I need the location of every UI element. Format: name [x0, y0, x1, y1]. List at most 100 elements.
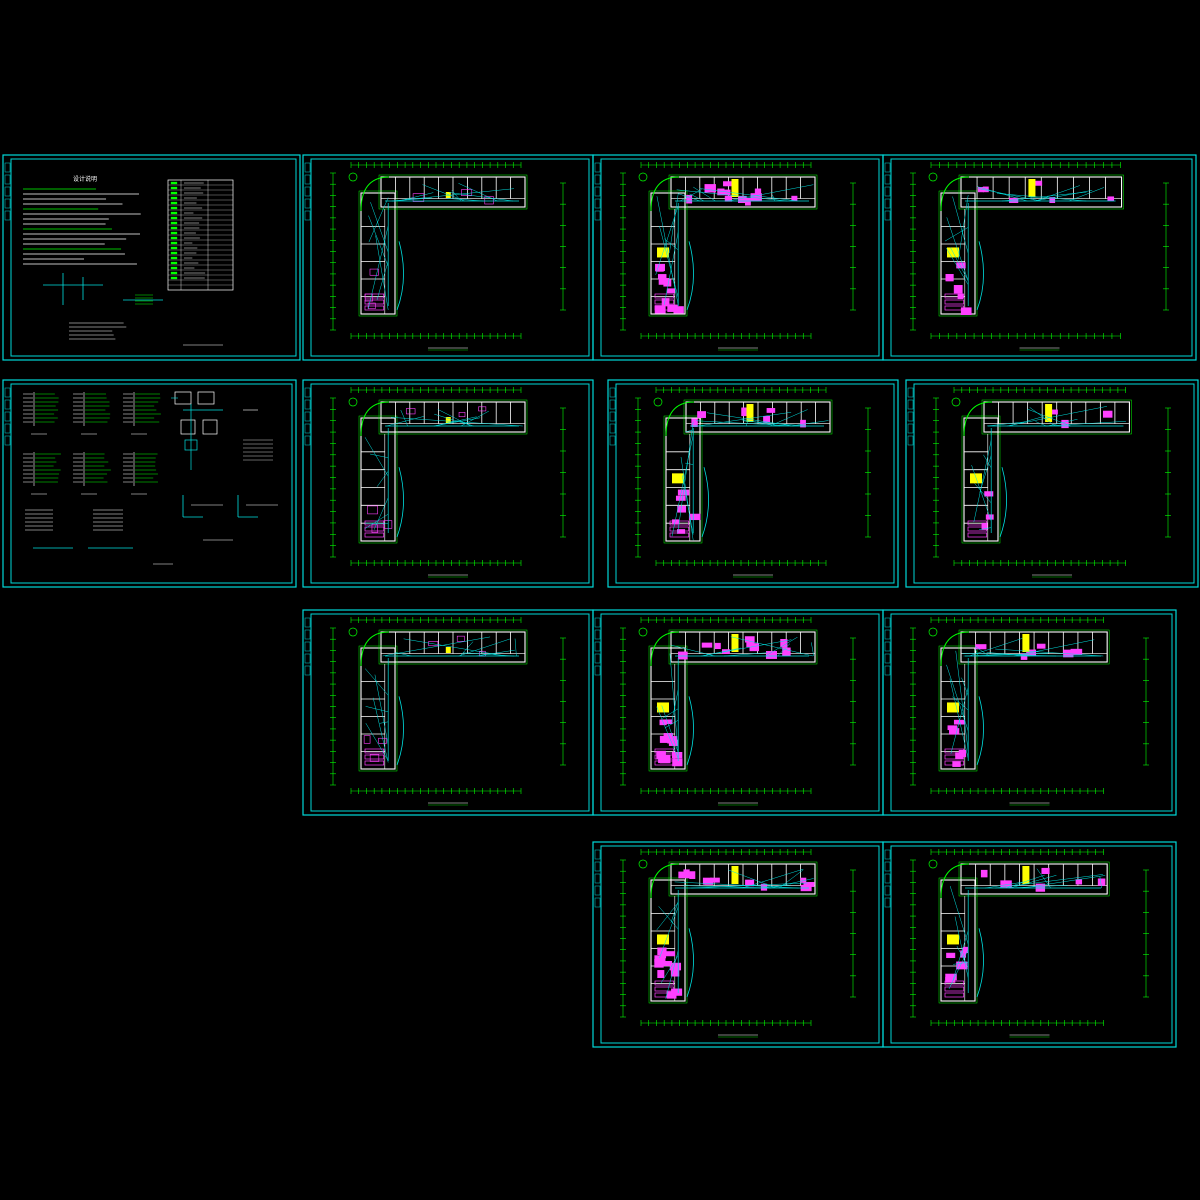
- sheet-title-block: [718, 802, 758, 806]
- dimension-chain-right: [850, 182, 856, 311]
- drawing-sheet-2: [302, 154, 594, 361]
- dimension-chain-top: [640, 617, 812, 623]
- dimension-chain-bottom: [930, 1020, 1104, 1026]
- lighting-fixtures: [944, 180, 1115, 316]
- legend-table: [167, 179, 234, 291]
- dimension-chain-top: [350, 387, 522, 393]
- sheet-title-block: [1019, 347, 1060, 351]
- drawing-sheet-9: [302, 609, 594, 816]
- sheet-title-block: [1009, 802, 1050, 806]
- wiring-runs: [946, 638, 1104, 766]
- panel-schedule: [123, 392, 161, 435]
- panel-schedule: [23, 452, 61, 495]
- dimension-chain-top: [930, 849, 1104, 855]
- drawing-sheet-13: [882, 841, 1177, 1048]
- lighting-fixtures: [363, 635, 486, 766]
- building-outline: [951, 397, 1132, 544]
- dimension-chain-right: [1165, 407, 1171, 538]
- drawing-sheet-7: [607, 379, 899, 588]
- dimension-chain-top: [953, 387, 1126, 393]
- dimension-chain-top: [930, 617, 1104, 623]
- distribution-panel: [445, 417, 451, 423]
- distribution-panel: [657, 866, 739, 945]
- building-outline: [653, 397, 833, 544]
- dimension-chain-bottom: [655, 560, 827, 566]
- room-partitions: [361, 402, 525, 541]
- distribution-panel: [445, 192, 451, 198]
- wiring-runs: [971, 406, 1126, 538]
- room-partitions: [941, 864, 1108, 1001]
- dimension-chain-top: [640, 162, 812, 168]
- distribution-panel: [947, 634, 1030, 713]
- wiring-runs: [656, 868, 814, 999]
- grounding-details: [182, 495, 278, 541]
- lighting-fixtures: [669, 407, 806, 538]
- building-outline: [348, 172, 528, 317]
- panel-schedule: [73, 392, 111, 435]
- sheet-title-block: [428, 802, 468, 806]
- wiring-runs: [364, 636, 519, 766]
- sheet-title-block: [718, 1034, 758, 1038]
- dimension-chain-top: [640, 849, 812, 855]
- drawing-sheet-12: [592, 841, 884, 1048]
- panel-schedule: [123, 452, 158, 495]
- wiring-runs: [364, 409, 523, 538]
- sheet-title-block: [1009, 1034, 1050, 1038]
- dimension-chain-bottom: [930, 788, 1104, 794]
- dimension-chain-left: [910, 627, 916, 786]
- wiring-runs: [368, 183, 519, 311]
- dimension-chain-top: [350, 162, 522, 168]
- system-diagrams: [23, 391, 278, 565]
- dimension-chain-bottom: [640, 788, 812, 794]
- panel-schedule: [73, 452, 111, 495]
- sheet-title-block: [733, 574, 773, 578]
- sheet-title-block: [428, 574, 468, 578]
- building-outline: [348, 627, 528, 772]
- dimension-chain-left: [635, 397, 641, 558]
- dimension-chain-left: [933, 397, 939, 558]
- wiring-runs: [656, 636, 814, 766]
- sheet-title-block: [428, 347, 468, 351]
- dimension-chain-right: [1143, 637, 1149, 766]
- dimension-chain-right: [865, 407, 871, 538]
- lighting-fixtures: [364, 189, 494, 311]
- dimension-chain-right: [850, 637, 856, 766]
- dimension-chain-left: [330, 627, 336, 786]
- drawing-sheet-4: [882, 154, 1197, 361]
- drawing-sheet-8: [905, 379, 1199, 588]
- wiring-schematic: [43, 273, 163, 340]
- dimension-chain-bottom: [350, 560, 522, 566]
- wiring-runs: [655, 184, 814, 311]
- dimension-chain-right: [1163, 182, 1169, 311]
- lighting-fixtures: [654, 181, 798, 314]
- drawing-sheet-11: [882, 609, 1177, 816]
- wiring-runs: [671, 409, 829, 541]
- building-outline: [348, 397, 528, 544]
- sheet-title-block: [1032, 574, 1072, 578]
- building-outline: [928, 627, 1110, 772]
- room-partitions: [361, 632, 525, 769]
- lighting-fixtures: [967, 409, 1113, 538]
- dimension-chain-right: [850, 869, 856, 998]
- dimension-chain-left: [620, 859, 626, 1018]
- dimension-chain-bottom: [640, 1020, 812, 1026]
- notes-title: 设计说明: [73, 175, 97, 183]
- dimension-chain-bottom: [350, 788, 522, 794]
- drawing-sheet-5: [2, 379, 297, 588]
- design-notes-text: 设计说明: [23, 175, 141, 265]
- dimension-chain-left: [910, 172, 916, 331]
- dimension-chain-bottom: [930, 333, 1121, 339]
- dimension-chain-left: [910, 859, 916, 1018]
- drawing-sheet-10: [592, 609, 884, 816]
- dimension-chain-left: [330, 172, 336, 331]
- sheet-title-block: [718, 347, 758, 351]
- building-outline: [638, 859, 818, 1004]
- dimension-chain-right: [560, 637, 566, 766]
- distribution-panel: [445, 647, 451, 653]
- dimension-chain-left: [620, 172, 626, 331]
- dimension-chain-bottom: [640, 333, 812, 339]
- dimension-chain-top: [655, 387, 827, 393]
- wiring-runs: [948, 868, 1106, 998]
- building-outline: [638, 172, 818, 317]
- distribution-panel: [657, 634, 739, 713]
